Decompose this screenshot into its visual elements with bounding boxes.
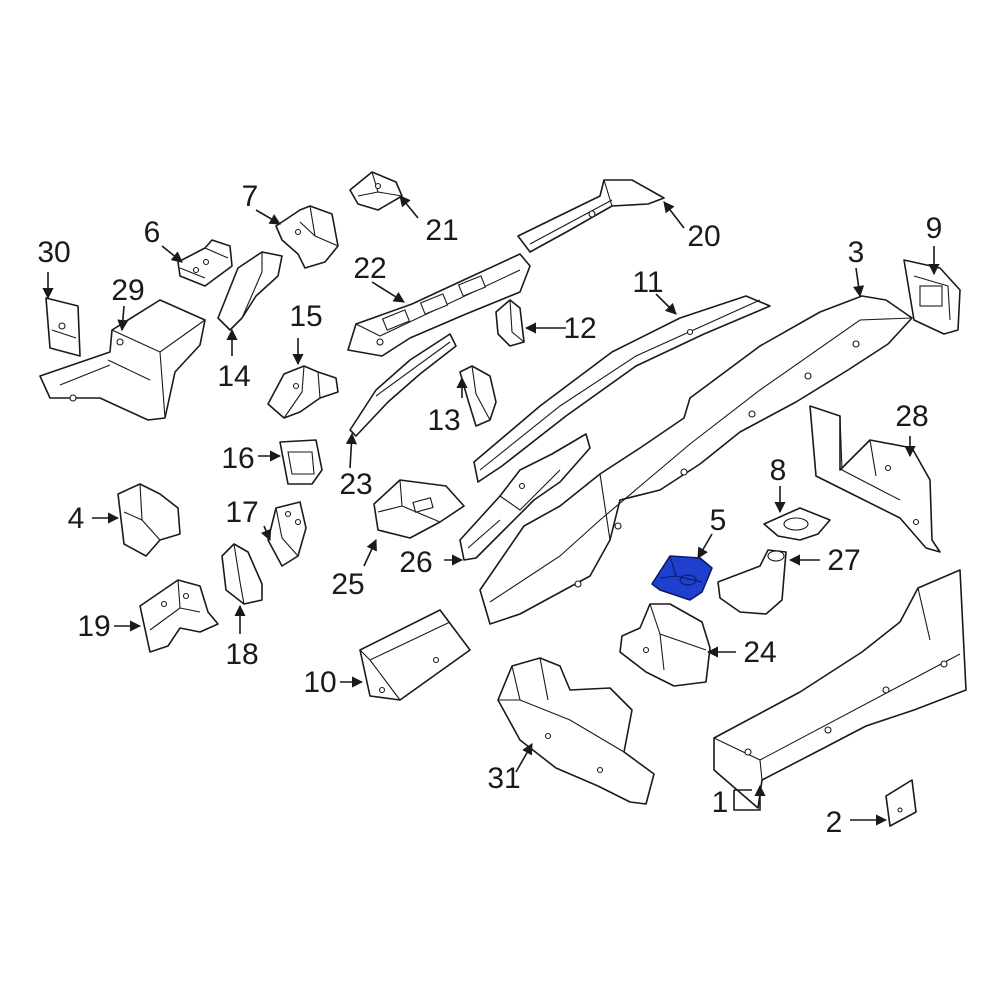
label-16: 16 — [221, 442, 254, 475]
label-29: 29 — [111, 274, 144, 307]
part-20[interactable] — [517, 179, 665, 253]
label-14: 14 — [217, 360, 250, 393]
label-3: 3 — [848, 236, 865, 269]
part-27[interactable] — [717, 549, 787, 615]
label-24: 24 — [743, 636, 776, 669]
part-3[interactable] — [479, 295, 913, 625]
label-31: 31 — [487, 762, 520, 795]
part-1[interactable] — [713, 569, 967, 809]
part-11[interactable] — [473, 295, 771, 483]
part-19[interactable] — [139, 579, 219, 653]
label-17: 17 — [225, 496, 258, 529]
part-5[interactable] — [651, 555, 713, 601]
label-22: 22 — [353, 252, 386, 285]
part-28[interactable] — [809, 405, 941, 553]
part-30[interactable] — [45, 297, 81, 357]
label-25: 25 — [331, 568, 364, 601]
part-16[interactable] — [279, 439, 323, 485]
part-22[interactable] — [347, 253, 531, 357]
part-14[interactable] — [217, 251, 283, 331]
part-23[interactable] — [349, 333, 457, 437]
part-25[interactable] — [373, 479, 465, 539]
label-21: 21 — [425, 214, 458, 247]
label-27: 27 — [827, 544, 860, 577]
label-4: 4 — [68, 502, 85, 535]
label-1: 1 — [712, 786, 729, 819]
label-20: 20 — [687, 220, 720, 253]
part-29[interactable] — [39, 299, 206, 421]
part-26[interactable] — [459, 433, 591, 561]
label-12: 12 — [563, 312, 596, 345]
part-18[interactable] — [221, 543, 263, 605]
part-13[interactable] — [459, 365, 497, 427]
leader-lines — [42, 195, 940, 826]
part-31[interactable] — [497, 657, 655, 805]
label-6: 6 — [144, 216, 161, 249]
part-8[interactable] — [763, 507, 831, 541]
label-2: 2 — [826, 806, 843, 839]
label-15: 15 — [289, 300, 322, 333]
part-6[interactable] — [177, 239, 233, 287]
label-11: 11 — [632, 266, 663, 299]
label-7: 7 — [242, 180, 259, 213]
label-5: 5 — [710, 504, 727, 537]
part-9[interactable] — [903, 259, 961, 335]
label-19: 19 — [77, 610, 110, 643]
part-17[interactable] — [267, 501, 307, 567]
part-4[interactable] — [117, 483, 181, 557]
label-23: 23 — [339, 468, 372, 501]
label-9: 9 — [926, 212, 943, 245]
label-30: 30 — [37, 236, 70, 269]
part-21[interactable] — [349, 171, 403, 211]
label-18: 18 — [225, 638, 258, 671]
label-13: 13 — [427, 404, 460, 437]
part-7[interactable] — [275, 205, 339, 269]
label-8: 8 — [770, 454, 787, 487]
part-10[interactable] — [359, 609, 471, 701]
label-26: 26 — [399, 546, 432, 579]
part-24[interactable] — [619, 603, 711, 687]
label-10: 10 — [303, 666, 336, 699]
part-12[interactable] — [495, 299, 525, 347]
callout-labels: 30 29 6 7 14 21 22 20 15 23 12 13 11 26 … — [37, 180, 942, 839]
part-15[interactable] — [267, 365, 339, 419]
label-28: 28 — [895, 400, 928, 433]
part-2[interactable] — [885, 779, 917, 827]
